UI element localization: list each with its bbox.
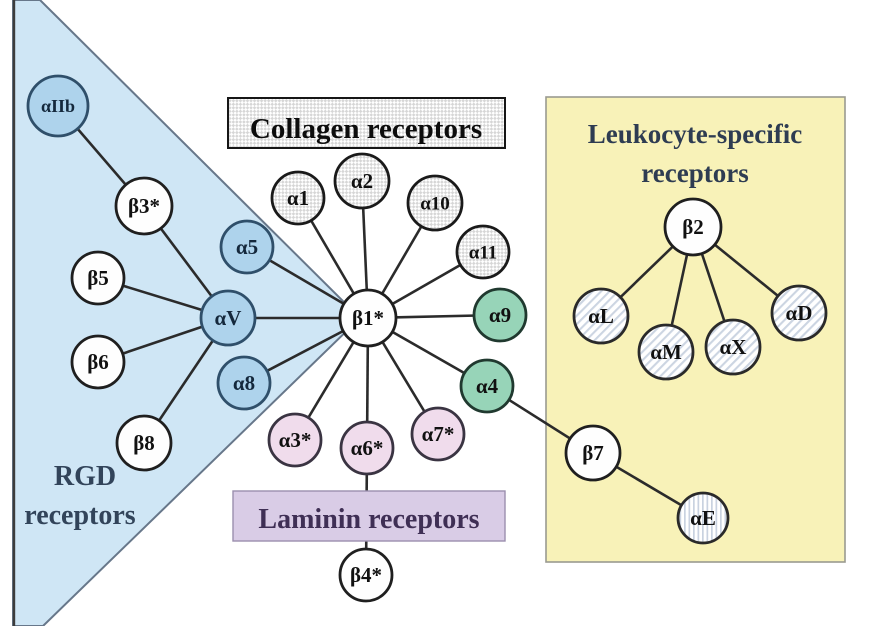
- node-b6: β6: [70, 334, 126, 390]
- node-label-a3: α3*: [279, 428, 312, 452]
- node-circle-a8: [216, 355, 272, 411]
- node-circle-a7: [410, 406, 466, 462]
- node-b1: β1*: [338, 288, 398, 348]
- node-a9: α9: [472, 287, 528, 343]
- node-a11: α11: [455, 224, 511, 280]
- node-label-aE: αE: [690, 506, 716, 530]
- leukocyte-title-line1: Leukocyte-specific: [588, 119, 802, 149]
- node-aE: αE: [676, 491, 730, 545]
- laminin-title: Laminin receptors: [258, 504, 479, 535]
- node-a3: α3*: [267, 412, 323, 468]
- node-circle-b5: [70, 250, 126, 306]
- node-circle-aX: [704, 318, 762, 376]
- node-b4: β4*: [338, 547, 394, 603]
- node-label-a10: α10: [420, 193, 450, 214]
- laminin-label-box: [232, 490, 506, 542]
- node-label-aL: αL: [588, 304, 614, 328]
- node-circle-b7: [564, 424, 622, 482]
- section-titles: Collagen receptors Leukocyte-specific rece…: [24, 113, 802, 535]
- node-label-aD: αD: [786, 301, 813, 325]
- node-circle-b8: [115, 414, 173, 472]
- node-label-b2: β2: [682, 215, 704, 239]
- collagen-label-box: [227, 97, 506, 149]
- receptor-nodes: αIIb β3* β5 β6 β8 αV α5 α8 β1* α1 α2 α10 α11 α9 α4 α3* α…: [26, 74, 828, 603]
- node-label-a9: α9: [489, 303, 511, 327]
- node-circle-aV: [199, 289, 257, 347]
- node-b3: β3*: [114, 176, 174, 236]
- node-circle-a10: [406, 174, 464, 232]
- node-a7: α7*: [410, 406, 466, 462]
- node-label-b6: β6: [87, 350, 109, 374]
- node-b8: β8: [115, 414, 173, 472]
- node-label-aX: αX: [720, 335, 747, 359]
- node-circle-a2: [333, 152, 391, 210]
- node-circle-b6: [70, 334, 126, 390]
- node-label-b4: β4*: [350, 563, 382, 587]
- node-circle-a3: [267, 412, 323, 468]
- node-circle-a1: [270, 170, 326, 226]
- node-label-a4: α4: [476, 374, 499, 398]
- node-circle-aL: [572, 287, 630, 345]
- node-circle-a11: [455, 224, 511, 280]
- node-circle-aM: [637, 323, 695, 381]
- node-aL: αL: [572, 287, 630, 345]
- node-label-b7: β7: [582, 441, 604, 465]
- node-a1: α1: [270, 170, 326, 226]
- node-label-a6: α6*: [351, 436, 384, 460]
- node-aM: αM: [637, 323, 695, 381]
- node-a6: α6*: [339, 420, 395, 476]
- node-circle-a9: [472, 287, 528, 343]
- node-circle-a4: [459, 358, 515, 414]
- node-circle-aD: [770, 284, 828, 342]
- node-label-aM: αM: [650, 340, 682, 364]
- node-label-b5: β5: [87, 266, 109, 290]
- node-label-a5: α5: [236, 235, 258, 259]
- rgd-title-line1: RGD: [54, 461, 116, 492]
- node-label-b1: β1*: [352, 306, 384, 330]
- node-a2: α2: [333, 152, 391, 210]
- label-boxes: [227, 97, 506, 542]
- node-label-b8: β8: [133, 431, 155, 455]
- node-circle-b4: [338, 547, 394, 603]
- node-a4: α4: [459, 358, 515, 414]
- node-aD: αD: [770, 284, 828, 342]
- node-circle-b3: [114, 176, 174, 236]
- node-a5: α5: [219, 219, 275, 275]
- rgd-title-line2: receptors: [24, 500, 136, 531]
- node-circle-aE: [676, 491, 730, 545]
- node-label-a7: α7*: [422, 422, 455, 446]
- node-b5: β5: [70, 250, 126, 306]
- node-a10: α10: [406, 174, 464, 232]
- node-aIIb: αIIb: [26, 74, 90, 138]
- node-circle-a5: [219, 219, 275, 275]
- node-aV: αV: [199, 289, 257, 347]
- collagen-title: Collagen receptors: [250, 113, 482, 145]
- node-label-a1: α1: [287, 186, 309, 210]
- node-b2: β2: [663, 197, 723, 257]
- leukocyte-title-line2: receptors: [641, 158, 748, 188]
- node-circle-b1: [338, 288, 398, 348]
- node-label-aV: αV: [215, 306, 242, 330]
- node-label-a8: α8: [233, 371, 255, 395]
- node-circle-aIIb: [26, 74, 90, 138]
- node-aX: αX: [704, 318, 762, 376]
- node-circle-a6: [339, 420, 395, 476]
- node-label-a2: α2: [351, 169, 373, 193]
- node-label-a11: α11: [469, 242, 498, 263]
- node-circle-b2: [663, 197, 723, 257]
- node-label-b3: β3*: [128, 194, 160, 218]
- node-b7: β7: [564, 424, 622, 482]
- node-label-aIIb: αIIb: [41, 96, 75, 116]
- node-a8: α8: [216, 355, 272, 411]
